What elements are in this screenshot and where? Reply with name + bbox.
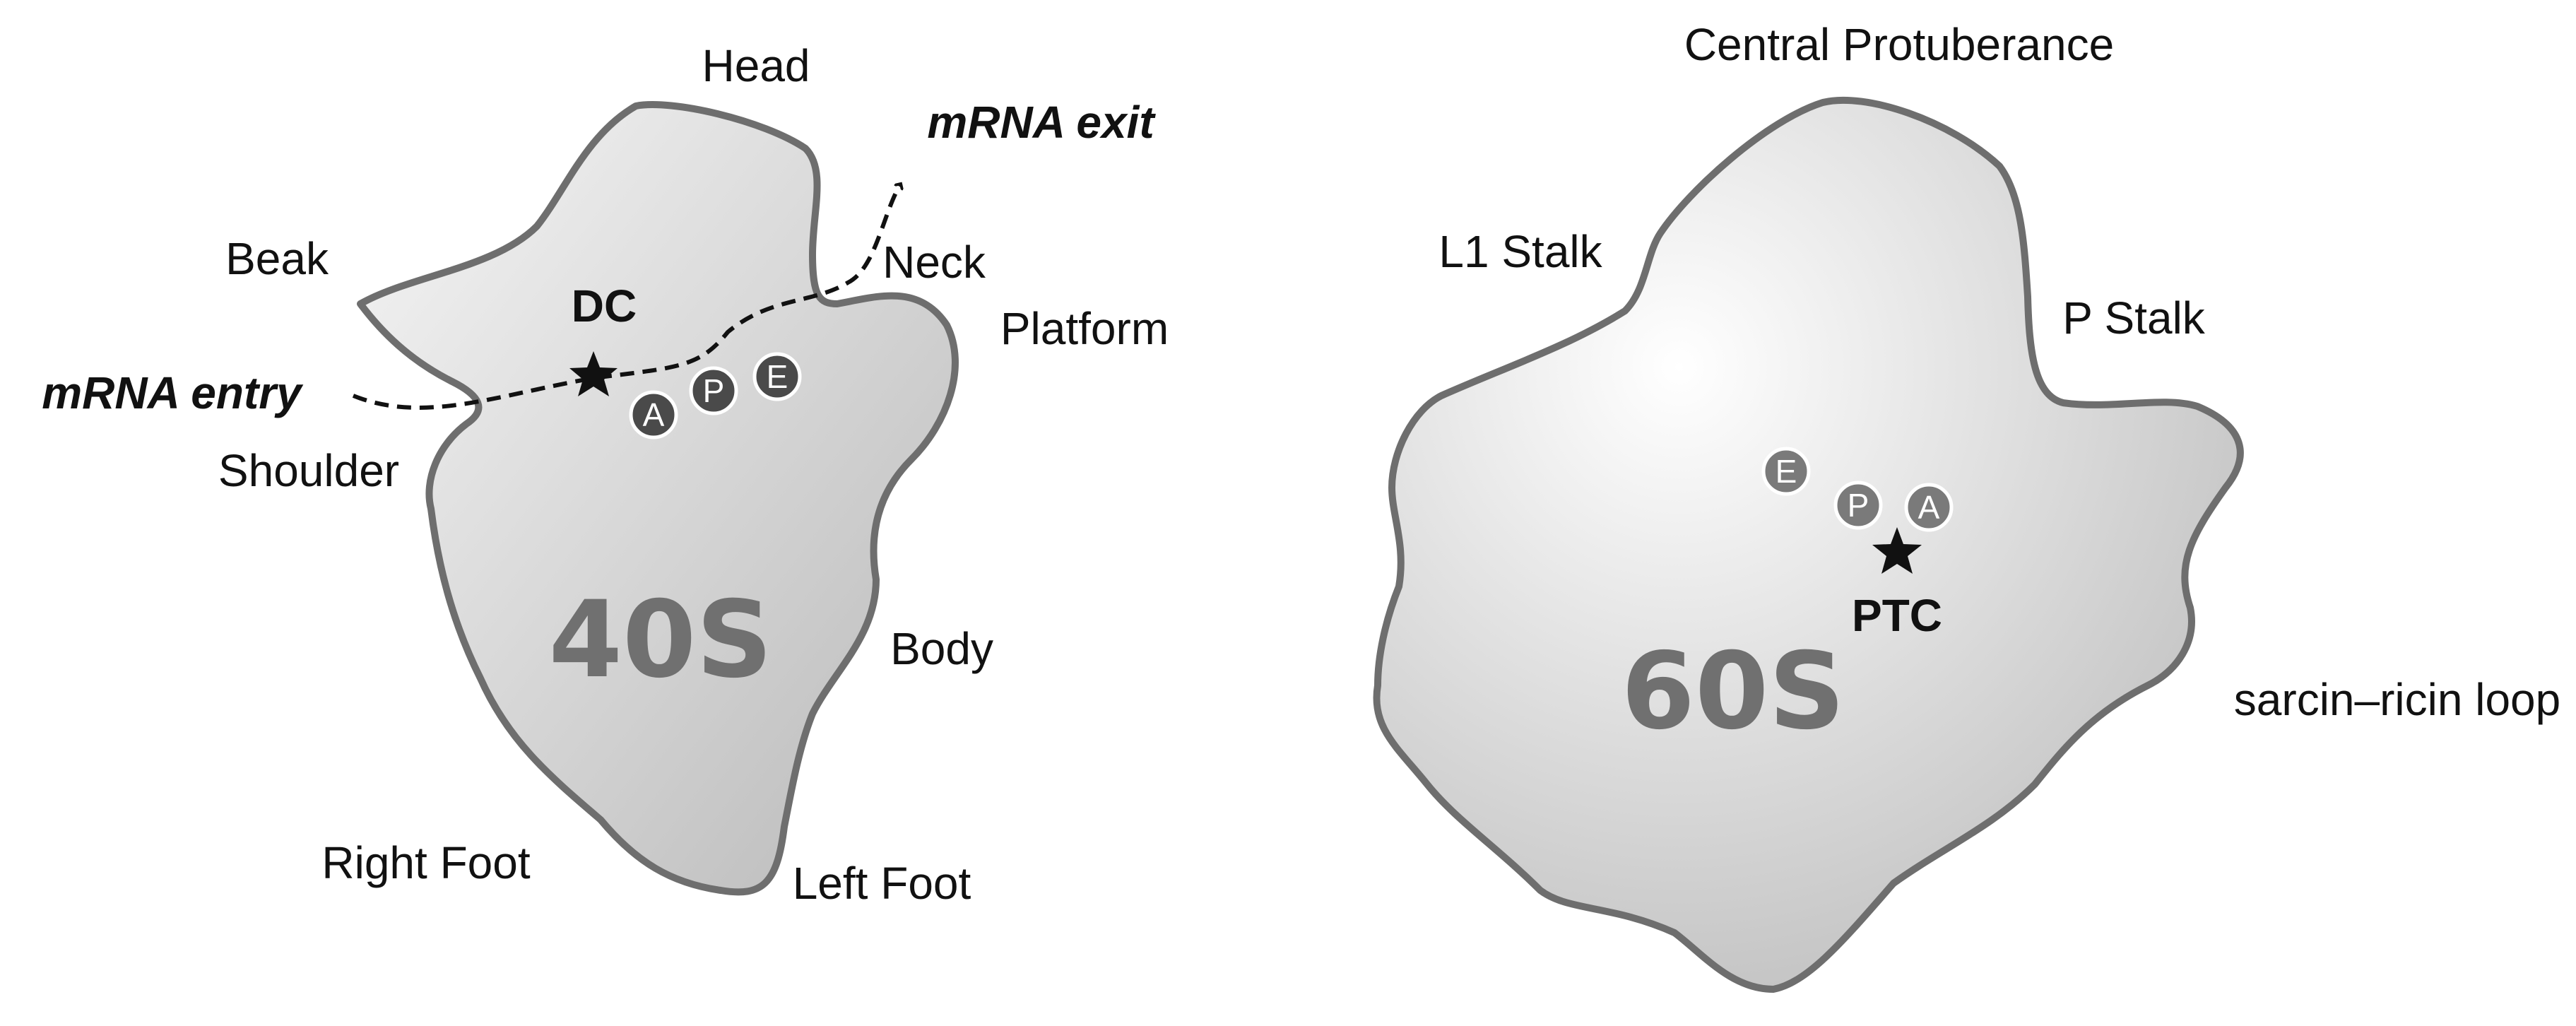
large-subunit-60s: 60S E P A PTC Central Protuberance L1 St… — [1373, 19, 2560, 993]
40s-title: 40S — [549, 579, 773, 702]
beak-label: Beak — [225, 233, 329, 284]
platform-label: Platform — [1000, 303, 1169, 354]
l1-stalk-label: L1 Stalk — [1438, 226, 1602, 277]
decoding-center-label: DC — [572, 281, 637, 331]
60s-body-shape — [1373, 96, 2244, 993]
40s-site-a: A — [629, 390, 678, 440]
small-subunit-40s: 40S DC A P E Head Beak Neck Platform Sho… — [42, 40, 1169, 909]
central-protuberance-label: Central Protuberance — [1684, 19, 2114, 70]
mrna-path — [352, 184, 901, 410]
ptc-star-icon — [1872, 527, 1922, 574]
sarcin-ricin-loop-label: sarcin–ricin loop — [2234, 674, 2560, 725]
mrna-entry-label: mRNA entry — [42, 367, 304, 418]
40s-site-e: E — [752, 352, 802, 401]
left-foot-label: Left Foot — [793, 858, 971, 909]
40s-body-shape — [357, 101, 959, 896]
svg-text:P: P — [703, 372, 725, 409]
svg-text:A: A — [1918, 489, 1940, 526]
body-label: Body — [890, 623, 993, 674]
60s-site-p: P — [1833, 480, 1883, 530]
mrna-exit-label: mRNA exit — [927, 97, 1156, 148]
p-stalk-label: P Stalk — [2062, 293, 2206, 343]
svg-text:P: P — [1848, 487, 1869, 524]
svg-text:E: E — [1776, 453, 1797, 490]
40s-site-p: P — [689, 366, 738, 415]
right-foot-label: Right Foot — [321, 837, 530, 888]
60s-site-a: A — [1904, 483, 1954, 532]
head-label: Head — [702, 40, 810, 91]
neck-label: Neck — [882, 237, 986, 288]
shoulder-label: Shoulder — [218, 445, 399, 496]
60s-site-e: E — [1761, 447, 1811, 496]
svg-text:E: E — [767, 358, 788, 395]
svg-text:A: A — [643, 396, 665, 433]
ptc-label: PTC — [1852, 590, 1942, 641]
decoding-center-star-icon — [569, 351, 618, 396]
60s-title: 60S — [1621, 630, 1845, 753]
